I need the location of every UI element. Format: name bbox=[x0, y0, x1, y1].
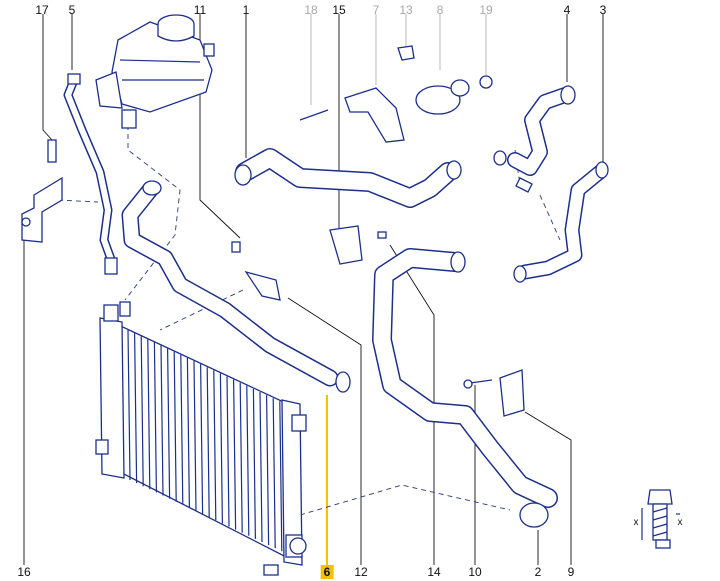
label-11: 11 bbox=[193, 3, 207, 17]
label-18: 18 bbox=[304, 3, 318, 17]
label-14: 14 bbox=[427, 565, 441, 579]
label-10: 10 bbox=[468, 565, 482, 579]
hose-5 bbox=[63, 73, 118, 275]
hose-6 bbox=[121, 180, 351, 393]
label-7: 7 bbox=[372, 3, 380, 17]
label-15: 15 bbox=[332, 3, 346, 17]
label-13: 13 bbox=[399, 3, 413, 17]
label-6-highlighted: 6 bbox=[320, 565, 334, 579]
dimension-x-right: x bbox=[677, 517, 683, 528]
pump-assembly bbox=[299, 45, 493, 143]
bracket-9 bbox=[463, 369, 525, 417]
label-17: 17 bbox=[35, 3, 49, 17]
label-12: 12 bbox=[354, 565, 368, 579]
label-2: 2 bbox=[534, 565, 542, 579]
hose-14 bbox=[372, 248, 558, 528]
leader-lines bbox=[23, 14, 604, 565]
label-19: 19 bbox=[479, 3, 493, 17]
label-4: 4 bbox=[563, 3, 571, 17]
hose-1 bbox=[234, 148, 462, 208]
bracket-15 bbox=[329, 225, 387, 265]
hose-3 bbox=[513, 161, 609, 283]
label-1: 1 bbox=[242, 3, 250, 17]
label-9: 9 bbox=[567, 565, 575, 579]
expansion-tank bbox=[95, 14, 215, 129]
label-3: 3 bbox=[599, 3, 607, 17]
screw-symbol-icon bbox=[641, 489, 680, 549]
label-16: 16 bbox=[17, 565, 31, 579]
radiator bbox=[95, 301, 307, 576]
dimension-x-left: x bbox=[633, 517, 639, 528]
hose-4 bbox=[493, 85, 576, 193]
label-5: 5 bbox=[68, 3, 76, 17]
label-8: 8 bbox=[436, 3, 444, 17]
bracket-16 bbox=[21, 139, 63, 243]
